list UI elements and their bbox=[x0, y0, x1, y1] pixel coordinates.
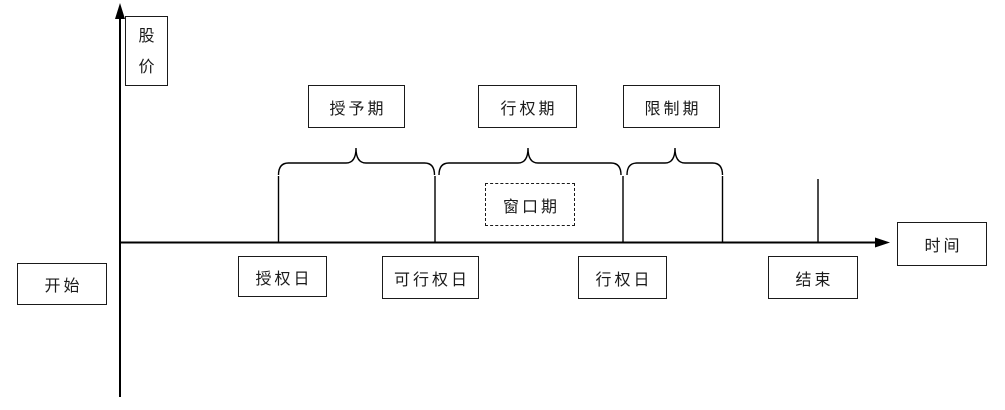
restriction-period-brace bbox=[626, 147, 724, 176]
exercisable-date-box: 可行权日 bbox=[382, 256, 479, 299]
start-label: 开始 bbox=[44, 276, 83, 295]
y-axis-arrow-icon bbox=[115, 3, 125, 19]
vesting-period-box: 授予期 bbox=[308, 85, 405, 128]
exercise-date-label: 行权日 bbox=[595, 269, 653, 289]
y-axis-label: 股价 bbox=[138, 25, 155, 76]
vesting-period-brace bbox=[277, 147, 436, 176]
end-box: 结束 bbox=[768, 256, 858, 299]
start-box: 开始 bbox=[17, 263, 107, 305]
x-axis-label: 时间 bbox=[924, 236, 963, 255]
x-axis-arrow-icon bbox=[875, 237, 890, 248]
vesting-period-label: 授予期 bbox=[329, 98, 387, 118]
end-label: 结束 bbox=[795, 269, 834, 289]
grant-date-label: 授权日 bbox=[255, 268, 313, 288]
window-period-label: 窗口期 bbox=[502, 196, 560, 216]
grant-date-box: 授权日 bbox=[238, 256, 327, 297]
restriction-period-box: 限制期 bbox=[623, 85, 720, 128]
x-axis-label-box: 时间 bbox=[897, 222, 987, 266]
exercise-date-box: 行权日 bbox=[578, 256, 667, 299]
exercisable-date-label: 可行权日 bbox=[393, 269, 470, 289]
restriction-period-label: 限制期 bbox=[644, 98, 702, 118]
exercise-period-label: 行权期 bbox=[500, 98, 558, 118]
exercise-period-brace bbox=[438, 147, 622, 176]
exercise-period-box: 行权期 bbox=[478, 85, 577, 128]
window-period-box: 窗口期 bbox=[485, 183, 575, 226]
y-axis-label-box: 股价 bbox=[125, 16, 168, 86]
